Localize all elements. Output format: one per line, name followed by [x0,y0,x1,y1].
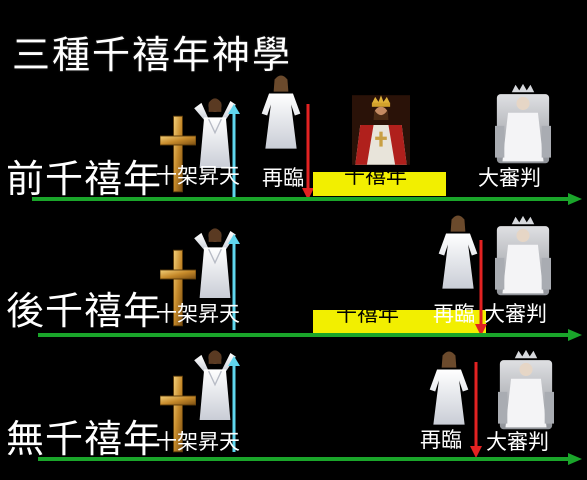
label-cross-ascension: 十架昇天 [156,302,240,326]
row-amillennialism: 無千禧年 十架昇天 再臨 大審判 [0,330,587,480]
throne-icon [495,82,551,166]
timeline-arrow [32,193,582,205]
row-premillennialism: 前千禧年 十架昇天 再臨 千禧年 大審判 [0,60,587,210]
timeline-arrow [38,453,582,465]
label-return: 再臨 [262,166,304,190]
timeline-arrow [38,329,582,341]
throne-icon [498,348,554,432]
page-title: 三種千禧年神學 [12,33,293,77]
label-millennium: 千禧年 [336,302,399,326]
up-arrow-icon [228,104,240,198]
up-arrow-icon [228,234,240,330]
label-cross-ascension: 十架昇天 [156,164,240,188]
down-arrow-icon [470,362,482,458]
millennium-bar [313,172,446,196]
down-arrow-icon [475,240,487,336]
throne-icon [495,214,551,298]
row-label: 後千禧年 [6,289,163,333]
up-arrow-icon [228,356,240,452]
millennium-bar [313,310,486,334]
label-millennium: 千禧年 [344,164,407,188]
label-return: 再臨 [420,428,462,452]
returning-christ-icon [426,344,472,428]
label-judgment: 大審判 [484,302,547,326]
label-judgment: 大審判 [478,166,541,190]
label-judgment: 大審判 [486,430,549,454]
row-label: 無千禧年 [6,417,163,461]
row-postmillennialism: 後千禧年 十架昇天 千禧年 再臨 大審判 [0,200,587,350]
label-cross-ascension: 十架昇天 [156,430,240,454]
down-arrow-icon [302,104,314,200]
returning-christ-icon [258,68,304,152]
label-return: 再臨 [433,302,475,326]
row-label: 前千禧年 [6,157,163,201]
